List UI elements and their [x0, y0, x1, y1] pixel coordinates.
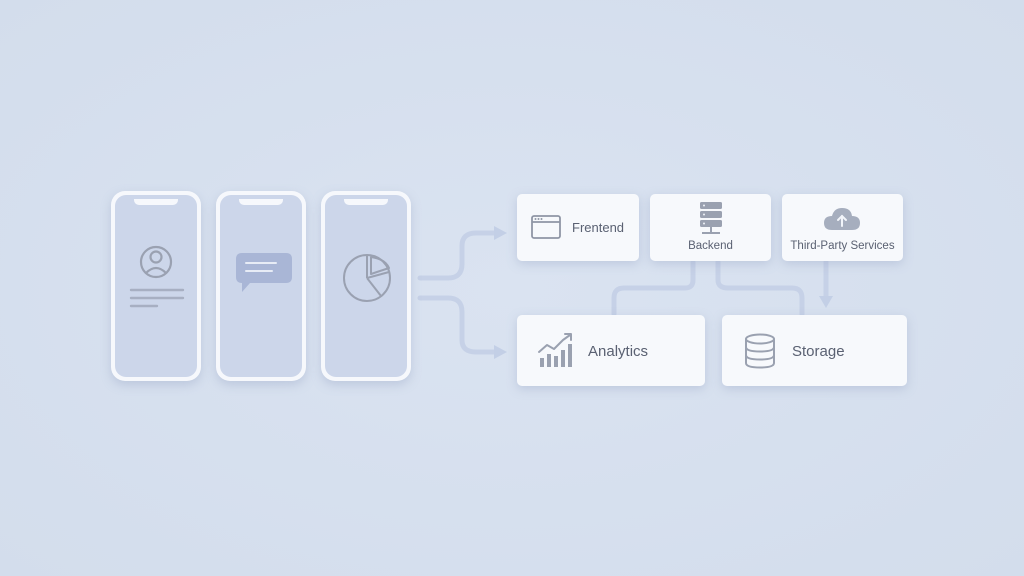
phone-chat-screen	[216, 191, 306, 381]
phone-profile-screen	[111, 191, 201, 381]
third-party-services-label: Third-Party Services	[790, 240, 895, 252]
storage-node: Storage	[722, 315, 907, 386]
cloud-upload-icon	[824, 208, 860, 230]
phone-charts-screen	[321, 191, 411, 381]
storage-label: Storage	[792, 343, 845, 360]
connector-to-frontend	[417, 230, 503, 281]
analytics-label: Analytics	[588, 343, 649, 360]
chat-bubble-icon	[236, 253, 292, 292]
connector-backend-analytics	[611, 259, 696, 317]
arrowhead-frontend	[494, 226, 507, 240]
backend-label: Backend	[688, 240, 733, 252]
backend-node: Backend	[650, 194, 771, 261]
trend-chart-icon	[538, 333, 572, 367]
server-stack-icon	[700, 202, 722, 234]
frontend-node: Frentend	[517, 194, 639, 261]
connector-to-analytics	[417, 295, 503, 355]
pie-chart-icon	[343, 254, 391, 302]
arrowhead-storage	[819, 296, 833, 308]
frontend-label: Frentend	[572, 220, 625, 235]
user-avatar-icon	[129, 245, 185, 308]
analytics-node: Analytics	[517, 315, 705, 386]
third-party-services-node: Third-Party Services	[782, 194, 903, 261]
browser-window-icon	[531, 215, 561, 239]
database-icon	[745, 333, 775, 369]
connector-backend-storage	[715, 259, 805, 317]
arrowhead-analytics	[494, 345, 507, 359]
